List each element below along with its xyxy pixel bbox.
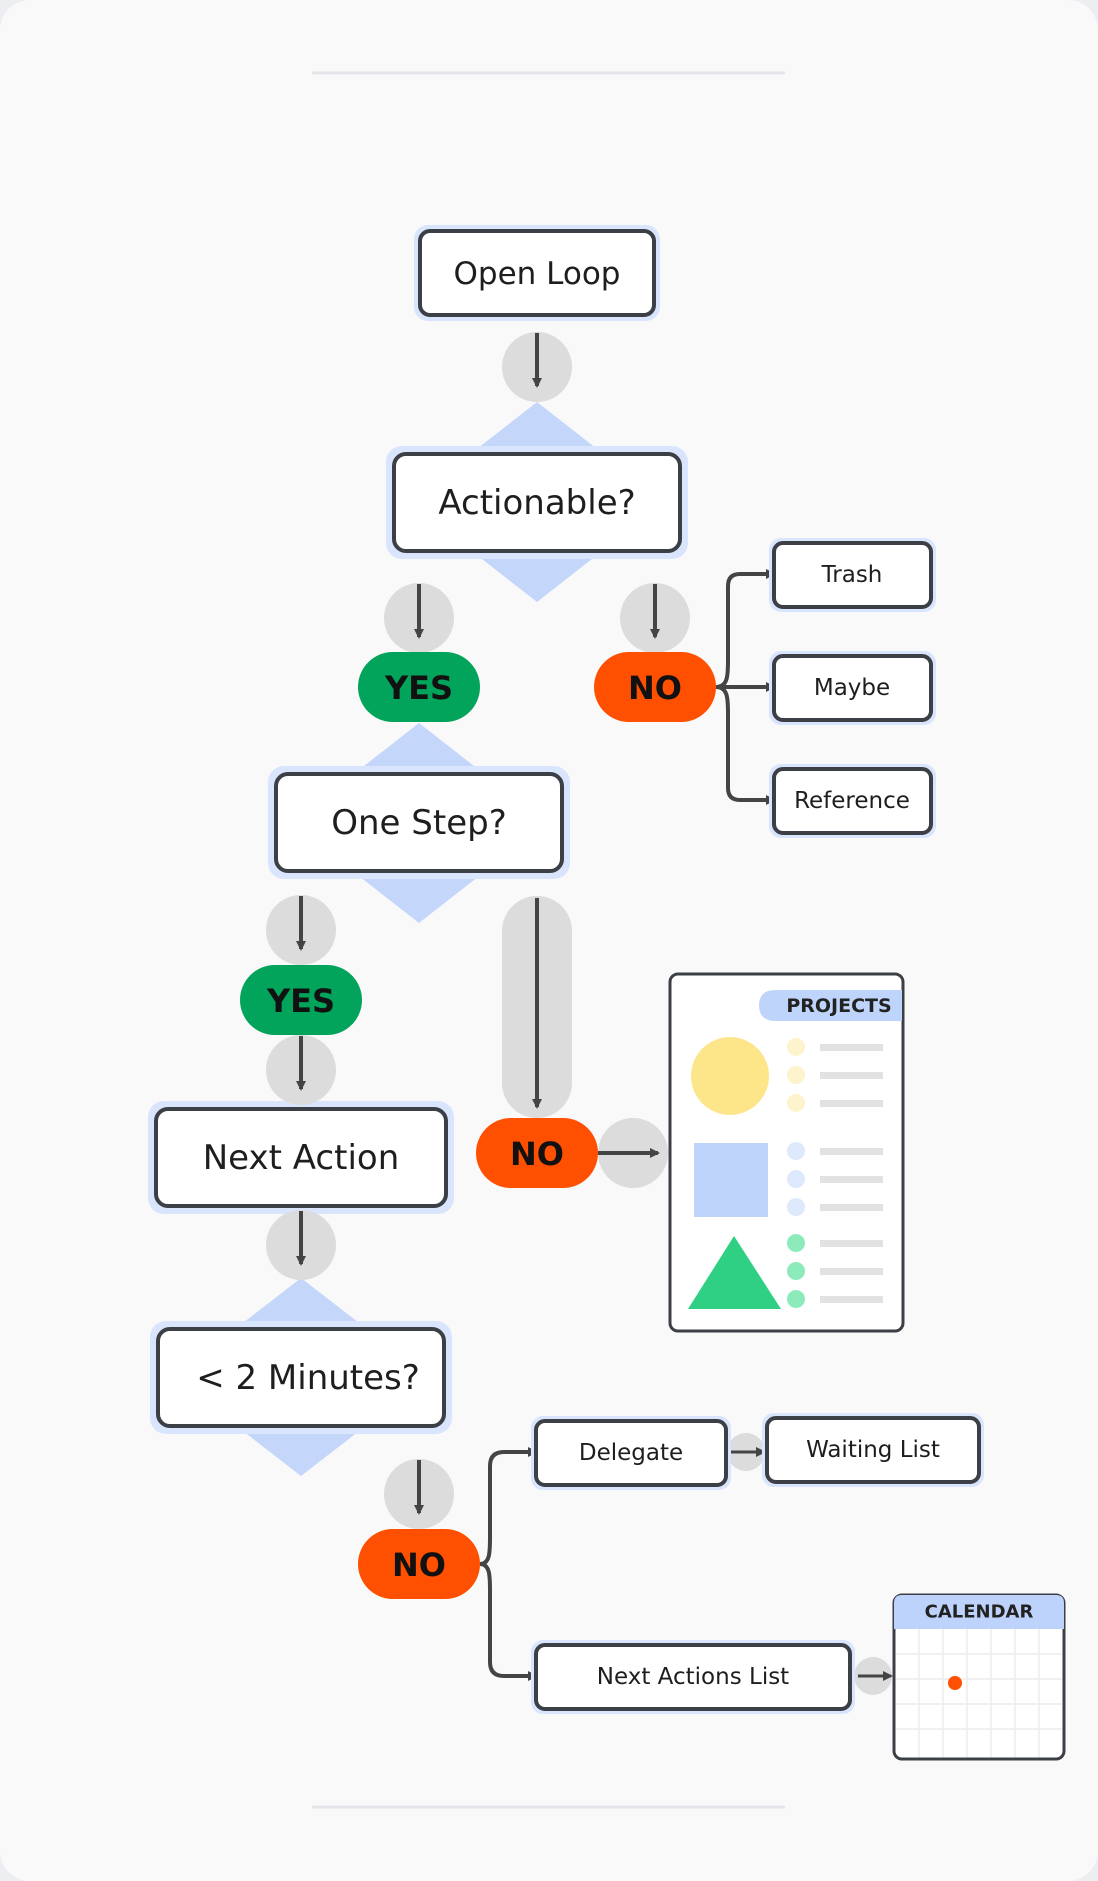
connector-two-minutes-no bbox=[384, 1459, 454, 1529]
connector-open-actionable bbox=[502, 332, 572, 402]
projects-panel: PROJECTS bbox=[668, 972, 905, 1333]
connector-actionable-no bbox=[620, 583, 690, 653]
node-open-loop: Open Loop bbox=[414, 225, 660, 321]
node-next-action-label: Next Action bbox=[203, 1138, 400, 1178]
node-reference-label: Reference bbox=[794, 788, 910, 814]
projects-list-green bbox=[787, 1234, 883, 1308]
connector-yes-next-action bbox=[266, 1035, 336, 1105]
node-reference: Reference bbox=[769, 764, 936, 838]
connector-delegate-waiting bbox=[727, 1433, 766, 1471]
decision-one-step-yes: YES bbox=[240, 965, 362, 1035]
calendar-panel: CALENDAR bbox=[892, 1593, 1066, 1761]
node-two-minutes-label: < 2 Minutes? bbox=[196, 1358, 420, 1398]
node-waiting-list: Waiting List bbox=[762, 1413, 984, 1487]
circle-icon bbox=[691, 1037, 769, 1115]
node-next-action: Next Action bbox=[148, 1101, 454, 1214]
connector-no-projects bbox=[598, 1118, 668, 1188]
decision-one-step-no: NO bbox=[476, 1118, 598, 1188]
node-delegate-label: Delegate bbox=[579, 1440, 683, 1466]
node-one-step-label: One Step? bbox=[331, 803, 507, 843]
connector-actionable-yes bbox=[384, 583, 454, 653]
triangle-icon bbox=[688, 1236, 781, 1309]
connector-next-action-two-minutes bbox=[266, 1210, 336, 1280]
decision-two-minutes-no-label: NO bbox=[392, 1546, 446, 1584]
connector-one-step-yes bbox=[266, 895, 336, 965]
node-two-minutes: < 2 Minutes? bbox=[150, 1321, 452, 1434]
decision-two-minutes-no: NO bbox=[358, 1529, 480, 1599]
connector-nal-calendar bbox=[854, 1657, 893, 1695]
decision-one-step-yes-label: YES bbox=[266, 982, 335, 1020]
node-trash: Trash bbox=[769, 538, 936, 612]
node-trash-label: Trash bbox=[821, 562, 883, 588]
projects-list-yellow bbox=[787, 1038, 883, 1112]
node-one-step: One Step? bbox=[268, 766, 570, 879]
square-icon bbox=[694, 1143, 768, 1217]
node-actionable: Actionable? bbox=[386, 446, 688, 559]
decision-one-step-no-label: NO bbox=[510, 1135, 564, 1173]
calendar-header bbox=[894, 1595, 1064, 1629]
node-open-loop-label: Open Loop bbox=[454, 256, 621, 292]
projects-title: PROJECTS bbox=[786, 995, 891, 1017]
decision-actionable-yes-label: YES bbox=[384, 669, 453, 707]
projects-list-blue bbox=[787, 1142, 883, 1216]
decision-actionable-yes: YES bbox=[358, 652, 480, 722]
projects-header bbox=[759, 990, 902, 1021]
node-maybe-label: Maybe bbox=[814, 675, 890, 701]
node-actionable-label: Actionable? bbox=[438, 483, 635, 523]
node-waiting-list-label: Waiting List bbox=[806, 1437, 940, 1463]
connector-one-step-no bbox=[502, 896, 572, 1118]
branch-two-minutes-no bbox=[479, 1447, 538, 1681]
decision-actionable-no-label: NO bbox=[628, 669, 682, 707]
node-next-actions-list-label: Next Actions List bbox=[597, 1664, 789, 1690]
node-delegate: Delegate bbox=[531, 1416, 731, 1490]
calendar-grid bbox=[896, 1629, 1062, 1757]
node-maybe: Maybe bbox=[769, 651, 936, 725]
node-next-actions-list: Next Actions List bbox=[531, 1640, 855, 1714]
calendar-event-dot bbox=[948, 1676, 962, 1690]
branch-actionable-no bbox=[715, 569, 776, 805]
decision-actionable-no: NO bbox=[594, 652, 716, 722]
calendar-title: CALENDAR bbox=[925, 1602, 1034, 1623]
